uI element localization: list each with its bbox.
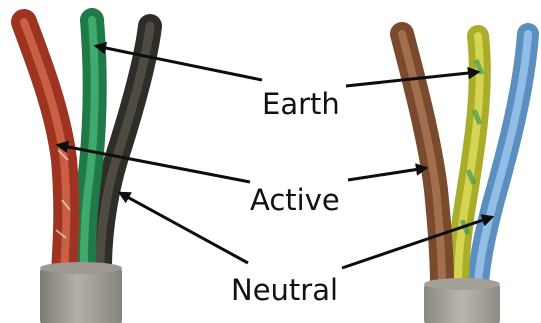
neutral-left-arrow — [120, 193, 248, 263]
left-green-wire — [84, 20, 95, 270]
left-black-wire — [100, 26, 150, 268]
left-outer-sheath — [40, 266, 122, 323]
earth-left-arrow — [96, 46, 262, 80]
earth-label: Earth — [262, 90, 340, 119]
active-right-arrow — [348, 168, 426, 180]
active-label: Active — [250, 186, 340, 215]
neutral-label: Neutral — [231, 276, 338, 305]
left-cable — [24, 20, 150, 323]
